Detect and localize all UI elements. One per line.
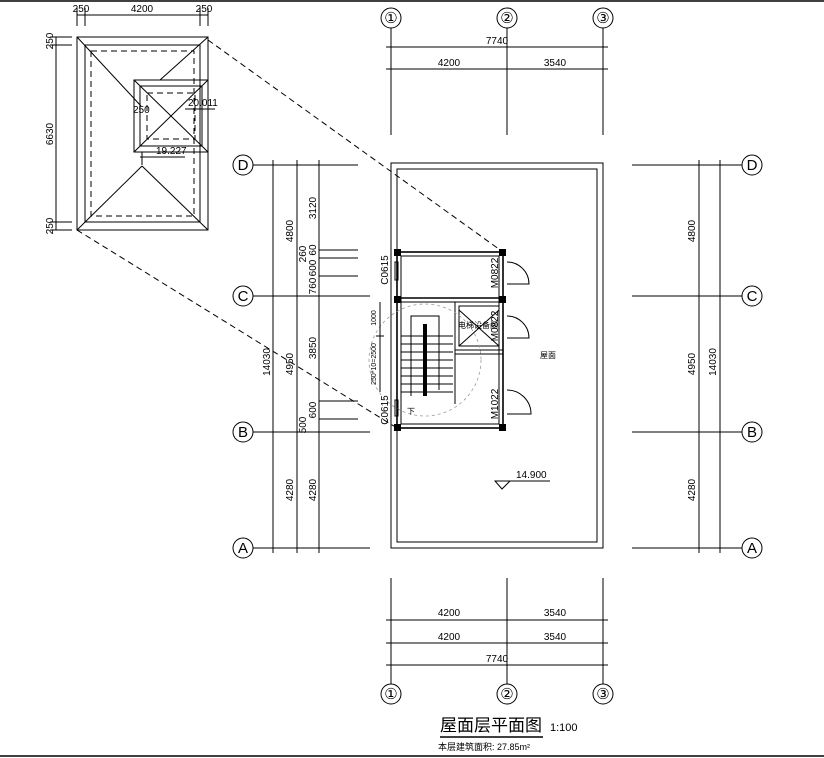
dim-text: 4200 xyxy=(438,632,461,643)
title-block: 屋面层平面图 1:100 本层建筑面积: 27.85m² xyxy=(438,716,578,752)
window-label: C0615 xyxy=(380,255,391,285)
dim-text: 3540 xyxy=(544,58,567,69)
left-dimensions: 14030 4800 4950 4280 3120 260 60 600 760… xyxy=(262,160,358,553)
dim-text: 250 xyxy=(45,217,56,234)
axis-label: A xyxy=(747,540,757,557)
stair-core: 下 电梯设备间 C0615 C0615 M0822 M0822 M1022 10… xyxy=(368,249,532,431)
dim-text: 7740 xyxy=(486,36,509,47)
dim-text: 1000 xyxy=(371,310,378,326)
window-label: C0615 xyxy=(380,395,391,425)
dim-text: 6630 xyxy=(45,122,56,145)
axis-label: ③ xyxy=(596,686,609,703)
area-note: 本层建筑面积: 27.85m² xyxy=(438,741,530,752)
elevator-room-label: 电梯设备间 xyxy=(458,320,498,330)
detail-leader xyxy=(76,229,398,429)
dim-text: 4950 xyxy=(687,352,698,375)
dim-text: 14030 xyxy=(708,348,719,376)
axis-label: B xyxy=(238,424,248,441)
elevation-label: 20.011 xyxy=(188,98,218,109)
axis-label: B xyxy=(747,424,757,441)
axis-label: ① xyxy=(384,10,397,27)
axis-label: A xyxy=(238,540,248,557)
axis-label: ① xyxy=(384,686,397,703)
dim-text: 4280 xyxy=(308,478,319,501)
axis-label: C xyxy=(747,288,758,305)
drawing-scale: 1:100 xyxy=(550,722,578,734)
dim-text: 4200 xyxy=(438,58,461,69)
dim-text: 4800 xyxy=(285,219,296,242)
dim-text: 3120 xyxy=(308,196,319,219)
dim-text: 4200 xyxy=(438,608,461,619)
axis-label: C xyxy=(238,288,249,305)
column-axes-bottom: 4200 3540 4200 3540 7740 ① ② ③ xyxy=(380,578,614,705)
dim-text: 500 xyxy=(298,416,309,433)
column-axes-top: ① ② ③ 7740 4200 3540 xyxy=(380,7,614,135)
axis-label: D xyxy=(238,157,249,174)
roof-outline: 屋面 14.900 xyxy=(390,162,604,549)
axis-label: ② xyxy=(500,686,513,703)
dim-text: 4280 xyxy=(687,478,698,501)
dim-text: 4280 xyxy=(285,478,296,501)
row-axes: D C B A D C B A xyxy=(232,154,763,559)
dim-text: 260 xyxy=(298,245,309,262)
detail-leader xyxy=(207,39,504,253)
dim-text: 3850 xyxy=(308,336,319,359)
elevation-label: 14.900 xyxy=(516,470,547,481)
dim-text: 600 xyxy=(308,259,319,276)
dim-text: 600 xyxy=(308,401,319,418)
door-label: M0822 xyxy=(490,257,501,288)
elevation-label: 19.227 xyxy=(156,146,187,157)
door-label: M0822 xyxy=(490,310,501,341)
right-dimensions: 4800 4950 4280 14030 xyxy=(687,160,721,553)
down-arrow-label: 下 xyxy=(407,407,415,416)
axis-label: ③ xyxy=(596,10,609,27)
dim-text: 250 xyxy=(73,4,90,15)
axis-label: D xyxy=(747,157,758,174)
dim-text: 4800 xyxy=(687,219,698,242)
dim-text: 250 xyxy=(45,32,56,49)
dim-text: 3540 xyxy=(544,608,567,619)
dim-text: 14030 xyxy=(262,348,273,376)
dim-text: 4950 xyxy=(285,352,296,375)
drawing-title: 屋面层平面图 xyxy=(440,716,542,735)
roof-label: 屋面 xyxy=(540,351,556,360)
dim-text: 7740 xyxy=(486,654,509,665)
dim-text: 250*10=2500 xyxy=(371,343,378,385)
dim-text: 4200 xyxy=(131,4,154,15)
roof-detail-inset: 250 4200 250 250 6630 250 250 20.011 19.… xyxy=(45,4,218,234)
door-label: M1022 xyxy=(490,388,501,419)
dim-text: 60 xyxy=(308,244,319,256)
dim-text: 250 xyxy=(196,4,213,15)
dim-text: 3540 xyxy=(544,632,567,643)
axis-label: ② xyxy=(500,10,513,27)
dim-text: 760 xyxy=(308,277,319,294)
dim-text: 250 xyxy=(133,105,150,116)
